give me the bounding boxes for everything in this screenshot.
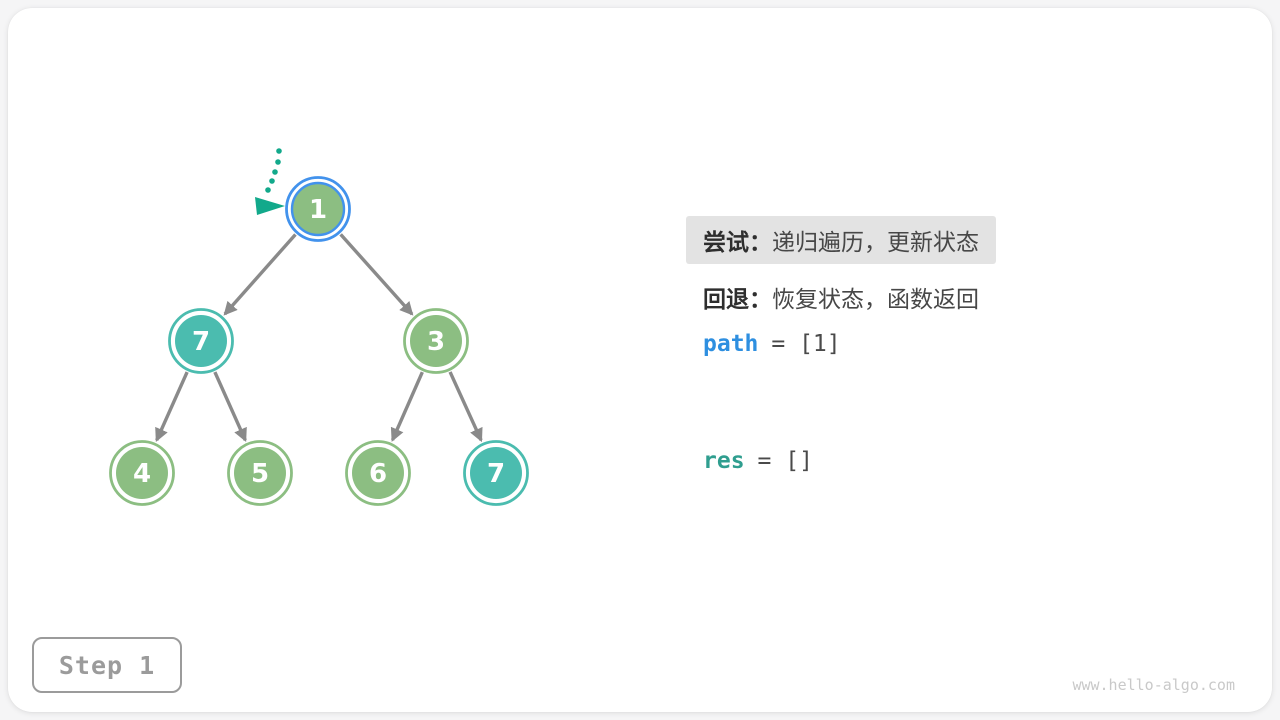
cursor-dot [272,169,278,175]
res-variable: res = [] [703,444,813,478]
tree-edge [213,371,247,442]
tree-edge [390,371,424,442]
res-keyword: res [703,448,745,474]
node-circle [352,447,404,499]
try-text: 递归遍历，更新状态 [772,229,979,255]
node-outer-ring [463,440,529,506]
tree-node-1: 1 [285,176,351,242]
res-value: = [] [757,448,813,474]
tree-edge [155,371,189,442]
backtrack-label: 回退： [703,286,772,312]
node-circle [470,447,522,499]
current-node-cursor [255,148,285,215]
node-value: 7 [192,327,210,357]
path-keyword: path [703,331,759,357]
tree-node-7: 7 [463,440,529,506]
tree-node-5: 5 [227,440,293,506]
node-circle [290,181,346,237]
path-value: = [1] [771,331,841,357]
path-variable: path = [1] [703,327,841,361]
node-outer-ring [109,440,175,506]
node-outer-ring [403,308,469,374]
node-circle [175,315,227,367]
node-outer-ring [227,440,293,506]
backtrack-text: 恢复状态，函数返回 [772,286,979,312]
backtrack-annotation: 回退：恢复状态，函数返回 [703,282,979,312]
step-label: Step 1 [58,650,156,680]
node-value: 1 [309,195,327,225]
diagram-card: 1 7 3 4 5 6 7 尝试：递归遍历，更新状态 回退：恢复状态，函数返回 path = … [8,8,1272,712]
node-value: 5 [251,459,269,489]
tree-node-6: 6 [345,440,411,506]
tree-edge [448,371,483,443]
tree-node-3: 3 [403,308,469,374]
cursor-dot [269,178,275,184]
node-value: 6 [369,459,387,489]
tree-node-4: 4 [109,440,175,506]
cursor-dot [275,159,281,165]
try-annotation: 尝试：递归遍历，更新状态 [686,216,996,264]
cursor-arrowhead-icon [255,197,285,215]
tree-edge [223,233,297,316]
node-value: 7 [487,459,505,489]
node-outer-ring [168,308,234,374]
node-outer-ring [285,176,351,242]
node-circle [234,447,286,499]
binary-tree-diagram: 1 7 3 4 5 6 7 [109,148,529,506]
cursor-dot [265,187,271,193]
node-circle [116,447,168,499]
node-value: 3 [427,327,445,357]
node-circle [410,315,462,367]
tree-node-7: 7 [168,308,234,374]
node-outer-ring [345,440,411,506]
try-label: 尝试： [703,229,772,255]
cursor-dot [276,148,282,154]
step-badge: Step 1 [32,637,182,693]
node-value: 4 [133,459,151,489]
tree-edge [339,233,414,316]
watermark: www.hello-algo.com [1072,676,1235,694]
